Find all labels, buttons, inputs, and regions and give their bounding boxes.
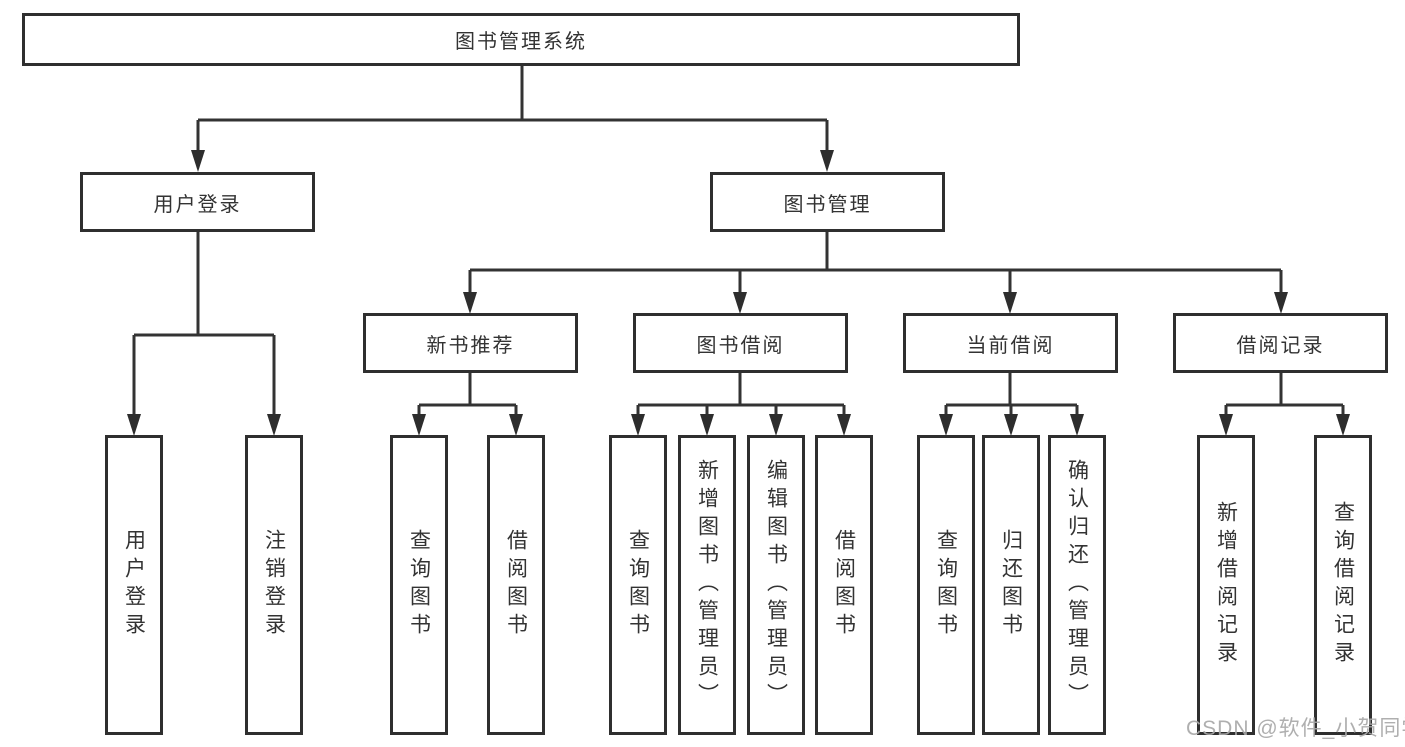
arrowhead	[769, 414, 783, 436]
node-root-library-system: 图书管理系统	[22, 13, 1020, 66]
leaf-borrow-books: 借阅图书	[487, 435, 545, 735]
connector-user-login-to-leaves	[132, 232, 276, 417]
node-label: 当前借阅	[966, 334, 1055, 357]
node-label: 新增借阅记录	[1214, 501, 1238, 669]
arrowhead	[509, 414, 523, 436]
node-book-borrow: 图书借阅	[633, 313, 848, 373]
arrowhead	[631, 414, 645, 436]
arrowhead	[700, 414, 714, 436]
arrowhead	[1336, 414, 1350, 436]
arrowhead	[1274, 292, 1288, 314]
node-label: 查询图书	[626, 529, 650, 641]
leaf-query-books: 查询图书	[609, 435, 667, 735]
arrowhead	[820, 150, 834, 172]
node-label: 新书推荐	[426, 334, 515, 357]
node-label: 借阅记录	[1236, 334, 1325, 357]
node-label: 图书管理	[783, 193, 872, 216]
leaf-borrow-books: 借阅图书	[815, 435, 873, 735]
node-label: 用户登录	[153, 193, 242, 216]
arrowhead	[1003, 292, 1017, 314]
node-label: 归还图书	[999, 529, 1023, 641]
node-label: 新增图书（管理员）	[695, 459, 719, 711]
leaf-return-books: 归还图书	[982, 435, 1040, 735]
arrowhead	[837, 414, 851, 436]
connector-root-to-level2	[196, 66, 829, 153]
arrowhead	[939, 414, 953, 436]
leaf-add-borrow-record: 新增借阅记录	[1197, 435, 1255, 735]
leaf-user-login: 用户登录	[105, 435, 163, 735]
node-label: 图书借阅	[696, 334, 785, 357]
arrowhead	[412, 414, 426, 436]
node-user-login: 用户登录	[80, 172, 315, 232]
node-borrow-records: 借阅记录	[1173, 313, 1388, 373]
arrowhead	[127, 414, 141, 436]
connector-current-borrow-to-leaves	[944, 373, 1079, 417]
node-label: 图书管理系统	[455, 31, 587, 53]
node-label: 查询图书	[934, 529, 958, 641]
leaf-query-borrow-record: 查询借阅记录	[1314, 435, 1372, 735]
node-label: 用户登录	[122, 529, 146, 641]
leaf-logout: 注销登录	[245, 435, 303, 735]
csdn-watermark: CSDN @软件_小贺同学	[1186, 717, 1405, 740]
node-label: 借阅图书	[504, 529, 528, 641]
leaf-add-books-admin: 新增图书（管理员）	[678, 435, 736, 735]
arrowhead	[733, 292, 747, 314]
node-label: 编辑图书（管理员）	[764, 459, 788, 711]
leaf-query-books: 查询图书	[390, 435, 448, 735]
node-label: 确认归还（管理员）	[1065, 459, 1089, 711]
connector-book-mgmt-to-level3	[468, 232, 1283, 294]
connector-new-book-to-leaves	[417, 373, 518, 417]
leaf-edit-books-admin: 编辑图书（管理员）	[747, 435, 805, 735]
arrowhead	[191, 150, 205, 172]
leaf-confirm-return-admin: 确认归还（管理员）	[1048, 435, 1106, 735]
node-book-management: 图书管理	[710, 172, 945, 232]
arrowhead	[463, 292, 477, 314]
node-label: 查询图书	[407, 529, 431, 641]
node-label: 借阅图书	[832, 529, 856, 641]
arrowhead	[1219, 414, 1233, 436]
arrowhead	[1070, 414, 1084, 436]
node-label: 查询借阅记录	[1331, 501, 1355, 669]
connector-borrow-records-to-leaves	[1224, 373, 1345, 417]
node-current-borrow: 当前借阅	[903, 313, 1118, 373]
arrowhead	[1004, 414, 1018, 436]
leaf-query-books: 查询图书	[917, 435, 975, 735]
node-new-book-recommend: 新书推荐	[363, 313, 578, 373]
connector-book-borrow-to-leaves	[636, 373, 846, 417]
arrowhead	[267, 414, 281, 436]
node-label: 注销登录	[262, 529, 286, 641]
